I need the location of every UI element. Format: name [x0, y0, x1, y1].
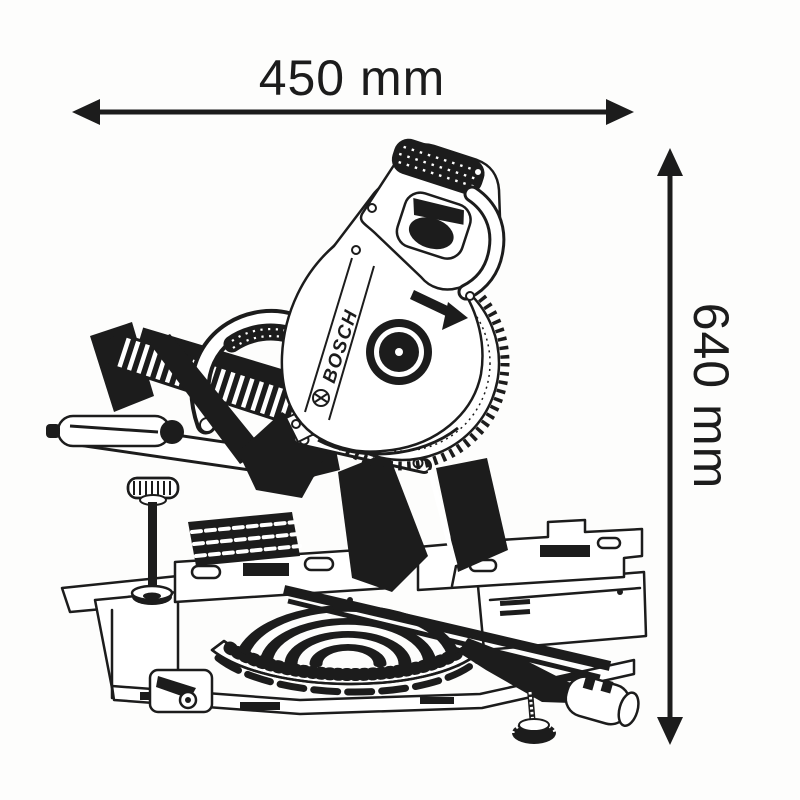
- height-arrow-icon: [657, 148, 683, 745]
- width-arrow-icon: [72, 99, 634, 125]
- blade-arbor: [366, 319, 432, 385]
- dust-chute: [338, 452, 428, 592]
- work-clamp: [46, 414, 184, 605]
- width-dimension-label: 450 mm: [259, 50, 446, 106]
- handle-opening: [395, 191, 472, 260]
- top-grip-pad: [391, 138, 485, 195]
- housing-bolts: [351, 167, 483, 301]
- rotation-arrow-icon: [410, 290, 468, 330]
- clamp-rod: [148, 502, 157, 592]
- height-dimension-label: 640 mm: [683, 303, 739, 490]
- brand-logo-icon: [312, 389, 330, 407]
- miter-lock-lever: [148, 668, 214, 714]
- extension-rail: [282, 585, 640, 744]
- vent-texture: [188, 512, 302, 566]
- saw-head: BOSCH: [280, 138, 510, 471]
- width-dimension: 450 mm: [72, 50, 634, 125]
- rail-end-knob: [564, 675, 640, 728]
- clamp-knob: [126, 476, 180, 506]
- leveling-foot: [509, 689, 559, 744]
- height-dimension: 640 mm: [657, 148, 739, 745]
